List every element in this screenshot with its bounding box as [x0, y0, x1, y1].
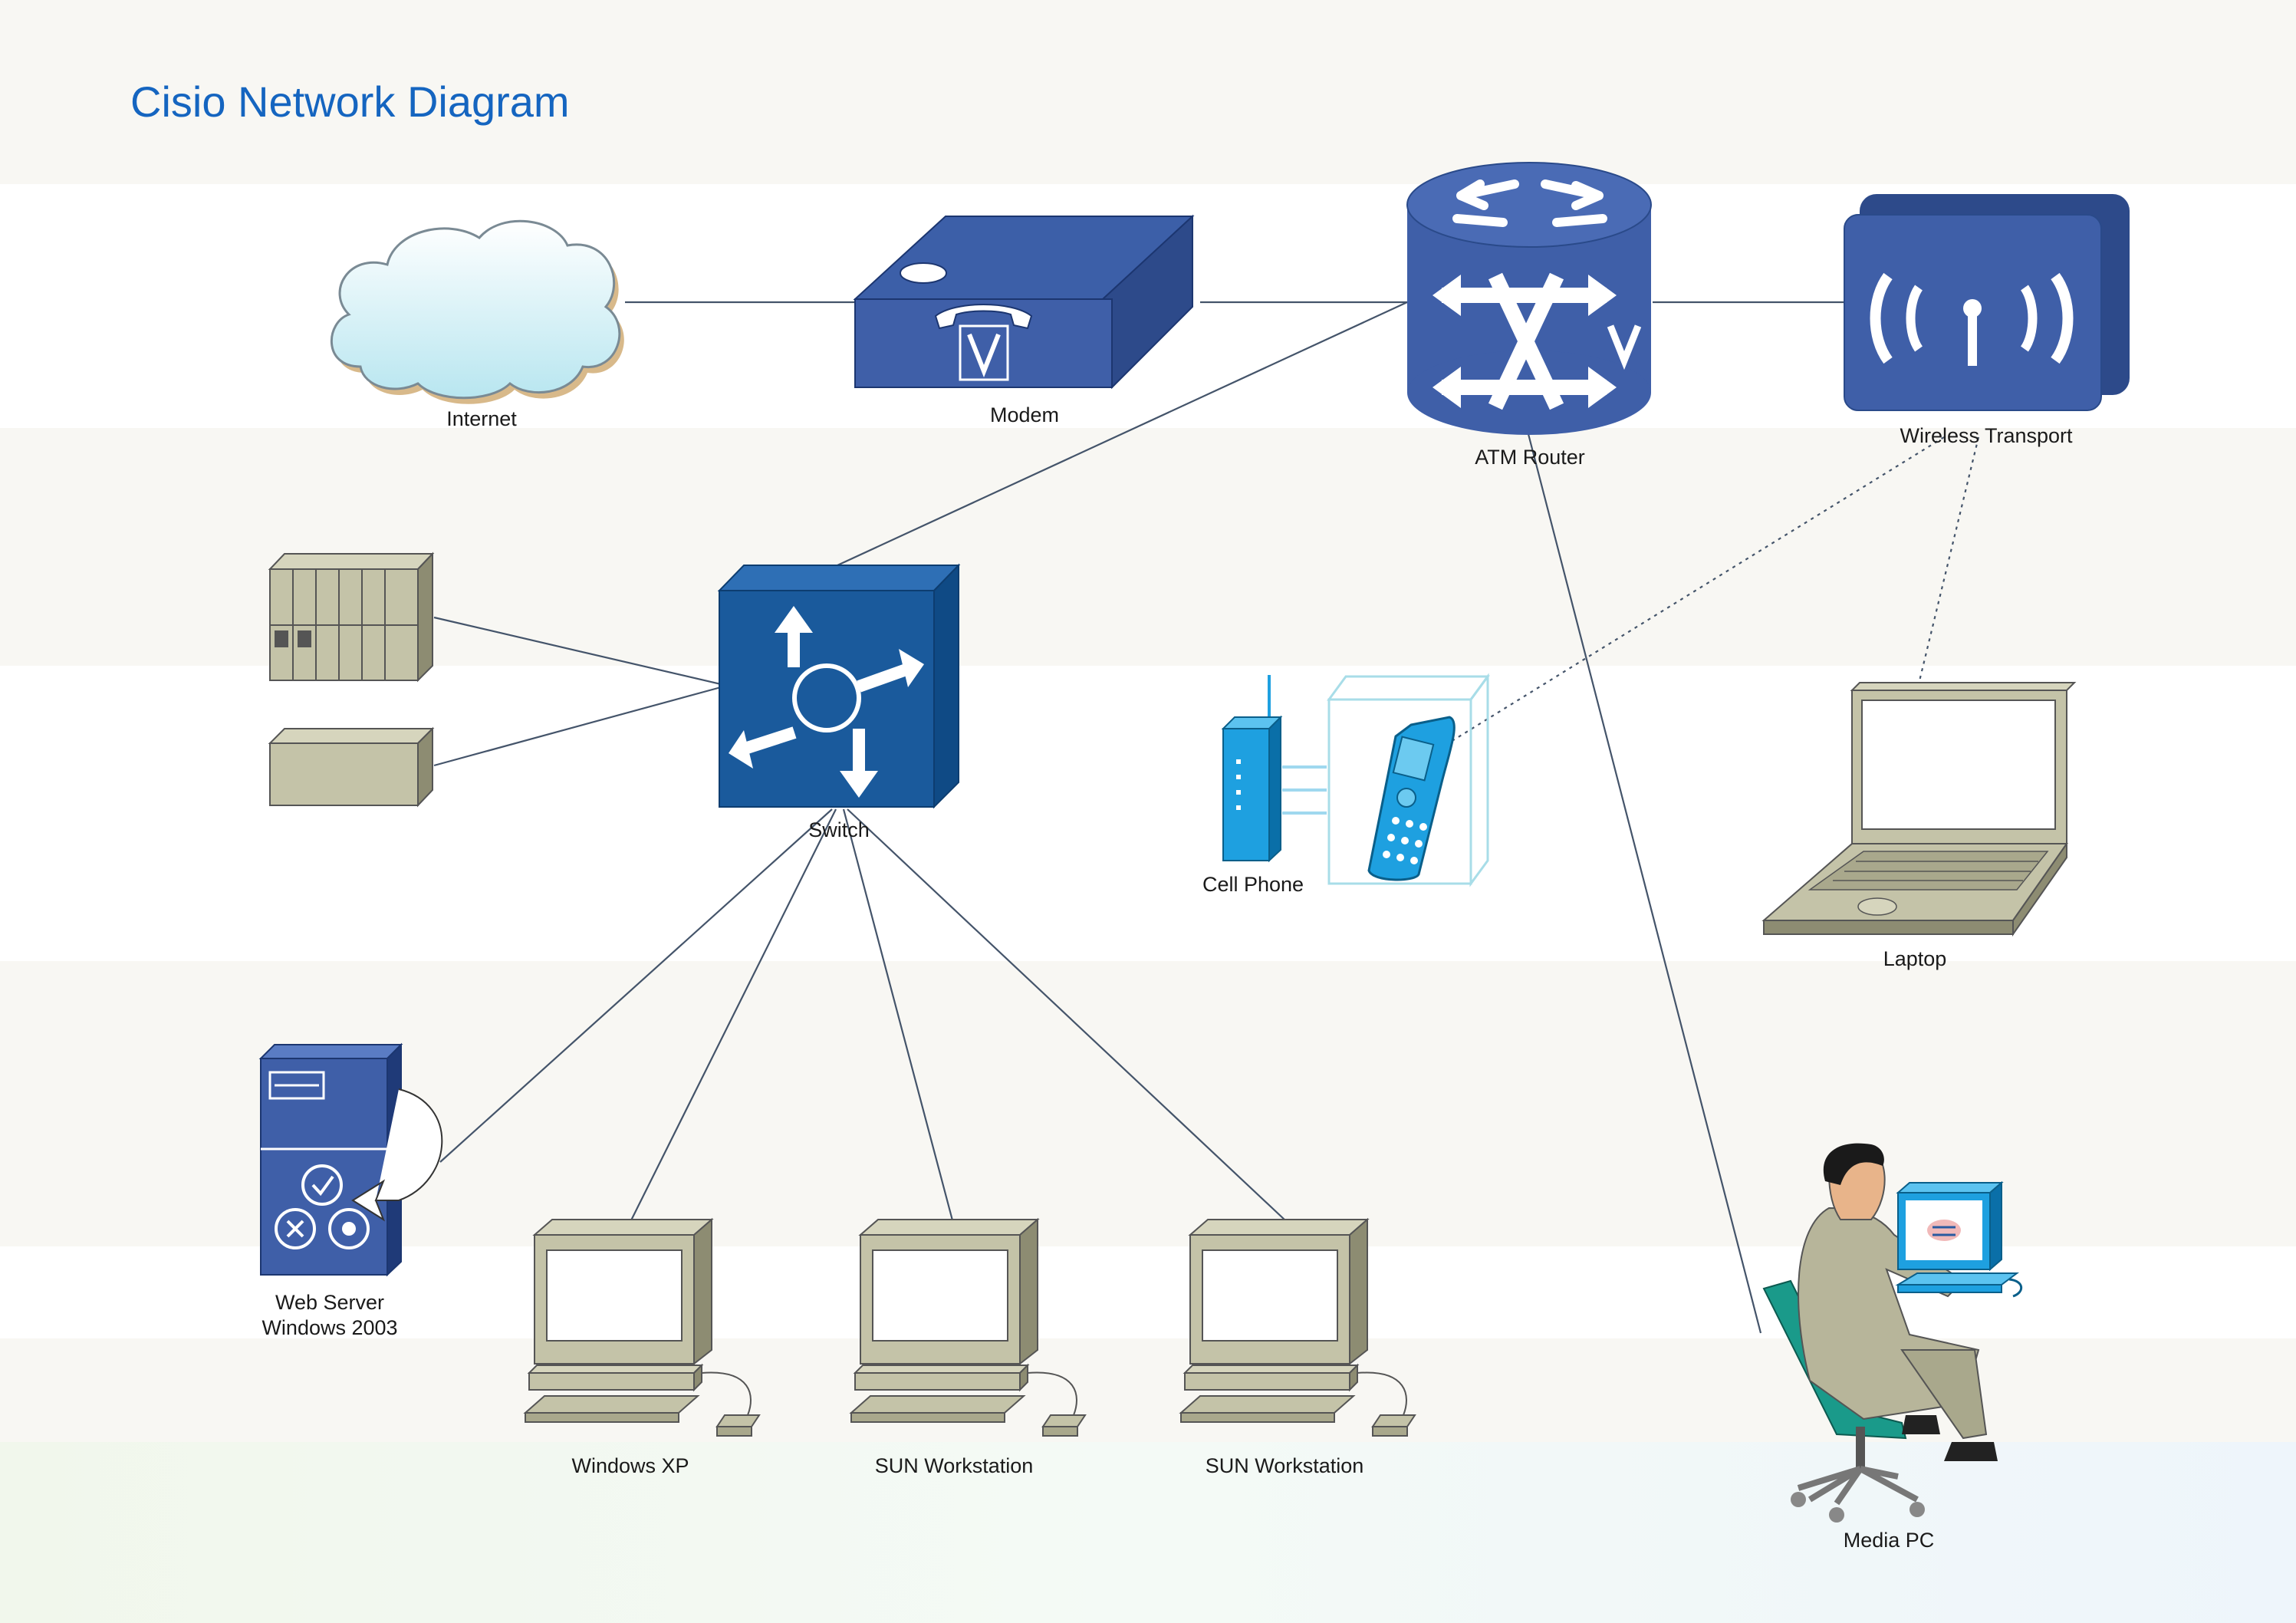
- link-switch-pc3: [847, 808, 1286, 1221]
- modem-icon[interactable]: [853, 214, 1195, 390]
- link-switch-pc1: [630, 808, 837, 1221]
- link-switch-rack: [433, 616, 722, 686]
- connection-lines: [433, 301, 1980, 1334]
- switch-icon[interactable]: [717, 563, 961, 809]
- page-title: Cisio Network Diagram: [130, 77, 570, 126]
- laptop-label: Laptop: [1883, 947, 1947, 970]
- wireless-transport-label: Wireless Transport: [1900, 424, 2073, 447]
- sun-workstation-label-2: SUN Workstation: [1205, 1454, 1364, 1477]
- windows-xp-label: Windows XP: [571, 1454, 689, 1477]
- link-switch-webserver: [439, 808, 833, 1163]
- internet-label: Internet: [446, 407, 517, 430]
- workstation-icon[interactable]: [849, 1217, 1087, 1437]
- atm-router-label: ATM Router: [1475, 446, 1585, 469]
- web-server-label-line1: Web Server: [275, 1291, 385, 1314]
- switch-label: Switch: [808, 818, 870, 841]
- link-router-switch: [837, 301, 1408, 566]
- cell-phone-icon[interactable]: [1221, 673, 1490, 887]
- link-wireless-laptop: [1916, 436, 1980, 691]
- workstation-icon[interactable]: [523, 1217, 761, 1437]
- web-server-label-line2: Windows 2003: [262, 1316, 398, 1339]
- modem-label: Modem: [989, 403, 1060, 426]
- atm-router-icon[interactable]: [1406, 162, 1652, 435]
- link-switch-storage: [433, 686, 722, 767]
- link-switch-pc2: [842, 808, 954, 1221]
- workstation-icon[interactable]: [1179, 1217, 1416, 1437]
- link-router-mediapc: [1527, 433, 1762, 1334]
- wireless-transport-icon[interactable]: [1844, 194, 2130, 411]
- person-at-computer-icon[interactable]: [1762, 1143, 2023, 1523]
- media-pc-label: Media PC: [1843, 1529, 1935, 1552]
- cloud-icon[interactable]: [331, 219, 624, 404]
- web-server-icon[interactable]: [258, 1042, 443, 1277]
- sun-workstation-label-1: SUN Workstation: [874, 1454, 1034, 1477]
- rack-server-icon[interactable]: [268, 551, 435, 683]
- storage-box-icon[interactable]: [268, 726, 435, 808]
- laptop-icon[interactable]: [1761, 682, 2077, 937]
- cell-phone-label: Cell Phone: [1202, 873, 1304, 896]
